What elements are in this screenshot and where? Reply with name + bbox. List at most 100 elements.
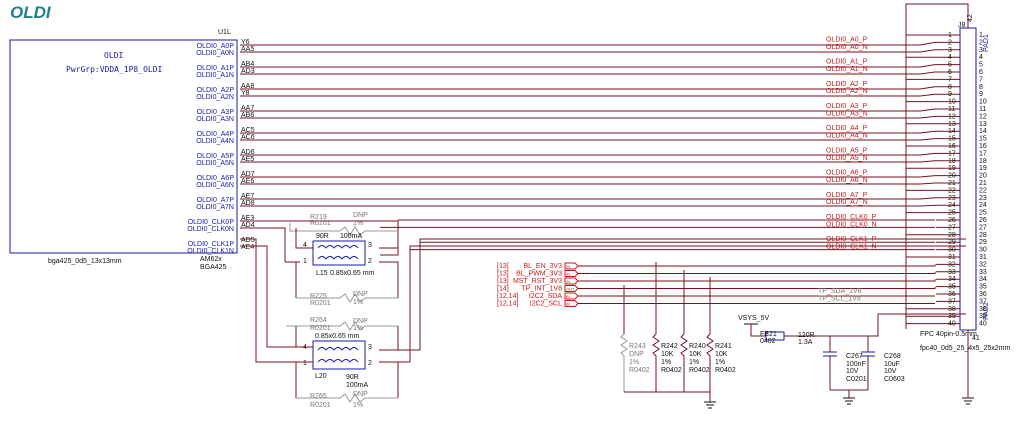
connector-pin-num: 30: [948, 247, 956, 254]
connector-bottom-pin: 41: [972, 335, 980, 342]
connector-pin-num: 19: [979, 165, 987, 172]
control-wire: [578, 286, 936, 289]
control-net-name: TP_INT_1V8: [522, 286, 563, 293]
connector-pin-num: 14: [979, 128, 987, 135]
net-label: OLDI0_A4_N: [826, 133, 868, 140]
net-label: OLDI0_A7_N: [826, 199, 868, 206]
control-ref: [13]: [497, 278, 509, 285]
c268-voltage: 10V: [884, 368, 897, 375]
ic-pin-ball: AD4: [241, 222, 255, 229]
pullup-tol: 1%: [689, 359, 699, 366]
connector-pin-num: 22: [979, 187, 987, 194]
ic-body: [9, 39, 238, 254]
pullup-ref: R240: [689, 343, 706, 350]
connector-pin-num: 32: [979, 261, 987, 268]
power-section: VSYS_5V FB21 0402 120R 1.3A C267 100nF 1…: [738, 313, 966, 405]
pullup-pkg: R0402: [689, 367, 710, 374]
ic-pin-label: OLDI0_CLK0P: [188, 219, 235, 226]
control-ref: [12,14]: [497, 293, 518, 300]
connector-pin-num: 36: [948, 291, 956, 298]
l15-size: 0.85x0.65 mm: [330, 270, 375, 277]
r265-dnp: DNP: [353, 391, 368, 398]
pullup-pkg: R0402: [715, 367, 736, 374]
pullup-value: 10K: [661, 351, 674, 358]
connector-pin-num: 12: [979, 113, 987, 120]
pullup-value: 10K: [715, 351, 728, 358]
connector-pin-num: 35: [948, 284, 956, 291]
c267-value: 100nF: [846, 361, 866, 368]
port-dir: BI: [566, 302, 570, 307]
connector-pin-num: 21: [979, 180, 987, 187]
ic-pin-ball: AC6: [241, 134, 255, 141]
connector-pad2: PAD2: [983, 302, 990, 320]
resistor-icon: [680, 333, 688, 392]
l20-body: [312, 340, 366, 370]
connector-pin-num: 39: [979, 313, 987, 320]
connector-pin-num: 2: [979, 39, 983, 46]
net-wire: [240, 130, 936, 134]
ic-pin-ball: AE4: [241, 244, 254, 251]
connector-pin-num: 7: [948, 76, 952, 83]
connector-pin-num: 39: [948, 313, 956, 320]
connector-pin-num: 37: [948, 298, 956, 305]
pullup-tol: 1%: [715, 359, 725, 366]
r265-tol: 1%: [353, 402, 363, 409]
net-label: OLDI0_A2_P: [826, 81, 868, 88]
control-net-name: MST_RST_3V3: [513, 278, 562, 285]
net-label: OLDI0_CLK0_P: [826, 214, 877, 221]
control-ref: [13]: [497, 263, 509, 270]
control-net-name: I2C2_SDA: [529, 293, 562, 300]
ic-pin-label: OLDI0_A5P: [197, 153, 235, 160]
net-wire: [240, 41, 936, 46]
oldi-nets: OLDI0_A0_POLDI0_A0_NOLDI0_A1_POLDI0_A1_N…: [240, 34, 936, 325]
connector-desc: FPC 40pin-0.5mm: [920, 331, 977, 338]
ic-pins: OLDI0_A0PY6OLDI0_A0NAA5OLDI0_A1PAB4OLDI0…: [187, 39, 254, 255]
c268-value: 10uF: [884, 361, 900, 368]
ic-pin-label: OLDI0_A4N: [196, 138, 234, 145]
ic-pin-label: OLDI0_A1P: [197, 65, 235, 72]
r225-tol: 1%: [353, 299, 363, 306]
pullup-resistors: R243DNP1%R0402R24210K1%R0402R24010K1%R04…: [620, 262, 736, 409]
fb21-ref: FB21: [760, 331, 777, 338]
ic-refdes: U1L: [218, 29, 231, 36]
connector-pad-wire: [905, 3, 969, 398]
ic-pin-label: OLDI0_A7N: [196, 204, 234, 211]
net-wire: [240, 49, 936, 53]
connector-pad1: PAD1: [983, 34, 990, 52]
r264-tol: 1%: [353, 325, 363, 332]
connector-pin-num: 6: [979, 69, 983, 76]
net-wire: [240, 197, 936, 200]
connector-pin-num: 26: [979, 217, 987, 224]
r264-pkg: R0201: [310, 325, 331, 332]
connector-pin-num: 25: [979, 210, 987, 217]
power-rail-label: VSYS_5V: [738, 315, 769, 322]
ic-pin-ball: AE6: [241, 178, 254, 185]
connector-pin-num: 6: [948, 69, 952, 76]
ic-pin-label: OLDI0_A5N: [196, 160, 234, 167]
ic-pin-label: OLDI0_CLK0N: [187, 226, 234, 233]
clk0-filter: R219 DNP R0201 1% 4 1 3 2 90R 100mA L15 …: [240, 212, 399, 307]
net-wire: [240, 86, 936, 90]
net-label: OLDI0_A0_N: [826, 44, 868, 51]
connector-pin-num: 37: [979, 298, 987, 305]
c267-pkg: C0201: [846, 376, 867, 383]
net-label: OLDI0_A5_N: [826, 155, 868, 162]
ic-part: AM62x: [200, 256, 222, 263]
pullup-ref: R241: [715, 343, 732, 350]
fb21-value: 120R: [798, 332, 815, 339]
ic-pin-label: OLDI0_A7P: [197, 197, 235, 204]
connector-pin-num: 23: [948, 195, 956, 202]
pullup-value: DNP: [629, 351, 644, 358]
ic-pin-label: OLDI0_CLK1P: [188, 241, 235, 248]
connector-pin-num: 34: [948, 276, 956, 283]
connector-pin-num: 16: [979, 143, 987, 150]
net-label: OLDI0_A7_P: [826, 192, 868, 199]
resistor-icon: [620, 333, 628, 392]
connector-pin-num: 30: [979, 247, 987, 254]
net-label: OLDI0_A3_P: [826, 103, 868, 110]
connector-pin-num: 13: [979, 121, 987, 128]
ic-pin-label: OLDI0_A2P: [197, 87, 235, 94]
ic-pin-label: OLDI0_A6N: [196, 182, 234, 189]
